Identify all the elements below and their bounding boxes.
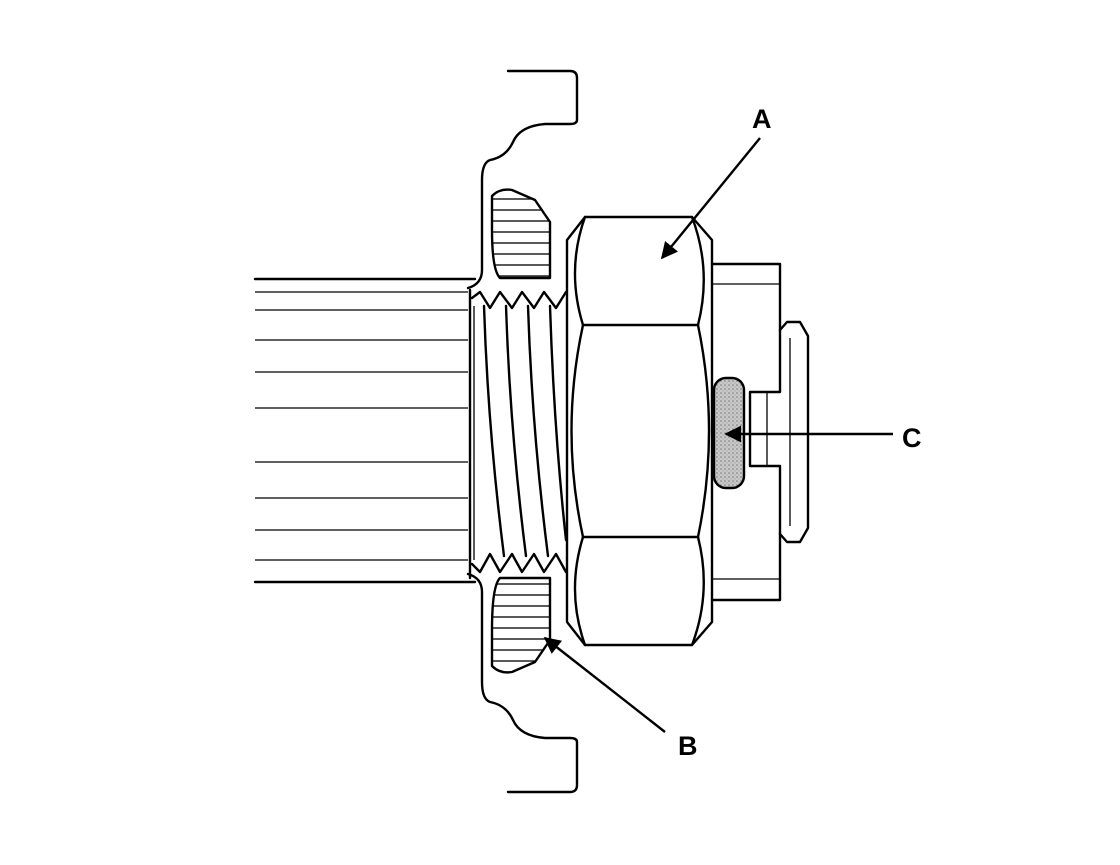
callout-label-b: B [678, 731, 698, 761]
tube [253, 277, 477, 584]
leader-lines [543, 137, 893, 733]
sealing-ring [490, 188, 552, 674]
end-fitting [710, 262, 810, 602]
callout-label-a: A [752, 104, 772, 134]
threaded-stud [470, 290, 568, 574]
callout-label-c: C [902, 423, 922, 453]
hex-nut [565, 215, 714, 647]
housing-flange [466, 69, 579, 794]
